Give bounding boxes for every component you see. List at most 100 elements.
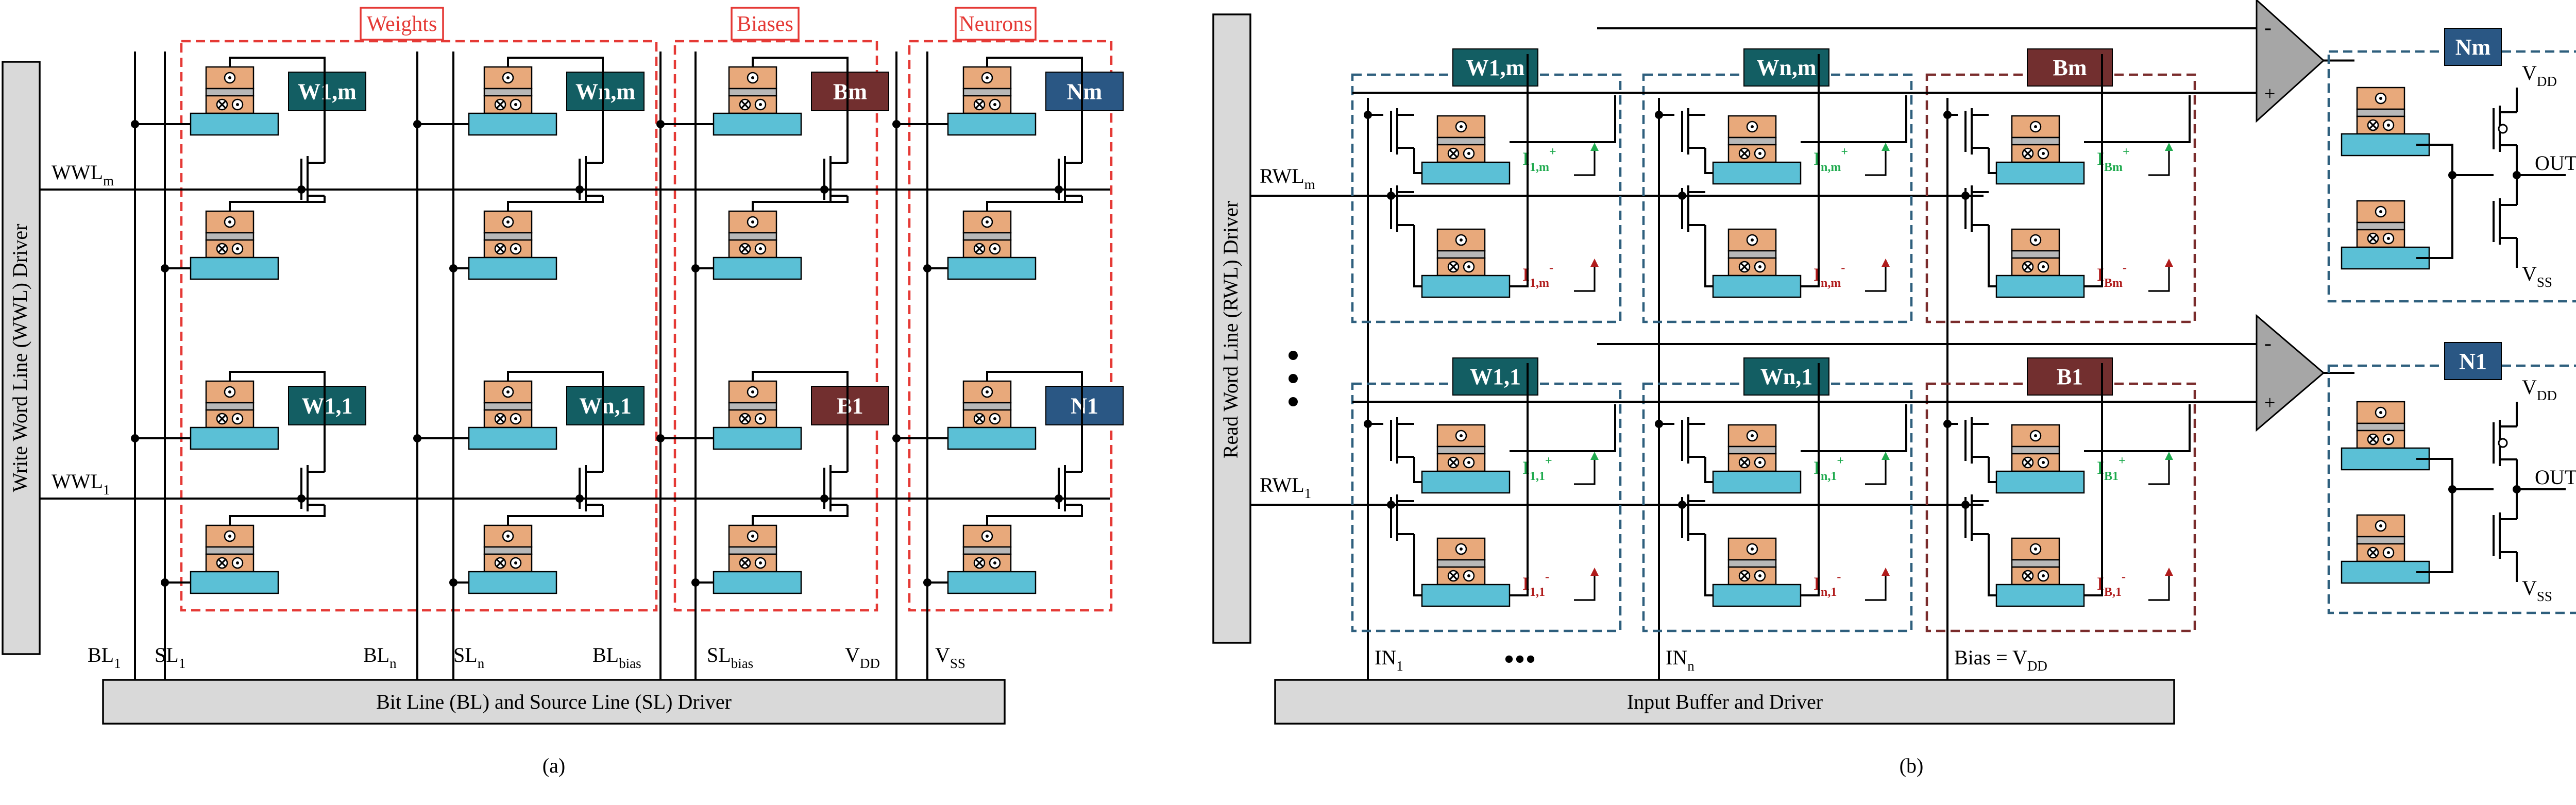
junction-dot [1961, 192, 1970, 200]
current-arrowhead [1590, 452, 1599, 460]
read-transistor-top [1964, 417, 1989, 464]
junction-dot [131, 434, 139, 442]
mtj-base-electrode [1421, 584, 1511, 607]
current-arrowhead [2165, 259, 2173, 267]
mtj-bottom [468, 524, 557, 594]
neuron-vss-label: VSS [2522, 262, 2552, 290]
spin-in-cross [2368, 121, 2378, 130]
mtj-base-electrode [190, 256, 279, 280]
column-label-5: SLbias [707, 643, 753, 671]
cell-a-r0-c3: Nm [892, 57, 1124, 280]
comparator-plus: + [2264, 392, 2275, 414]
cell-tag-4-label: W1,1 [302, 393, 353, 419]
mtj-oxide [962, 232, 1012, 241]
drain-wire [229, 57, 326, 163]
mtj-oxide [483, 88, 533, 97]
neurons-label: Neurons [959, 12, 1032, 36]
spin-out-dot [986, 390, 989, 393]
cell-tag-0-label: W1,m [298, 79, 357, 105]
spin-in-cross [2023, 571, 2032, 580]
mtj-fixed-layer [1436, 453, 1486, 472]
column-label-0-main: BL [88, 643, 114, 666]
current-arrowhead [1590, 143, 1599, 151]
input-driver-label: Input Buffer and Driver [1627, 690, 1823, 713]
mtj-oxide [728, 402, 777, 411]
spin-out-dot [236, 103, 239, 106]
current-label-neg-sup: - [2123, 261, 2127, 275]
column-label-7-sub: SS [950, 656, 965, 671]
spin-out-dot [1751, 547, 1754, 551]
mtj-top [1421, 424, 1511, 494]
source-wire [229, 505, 326, 525]
mtj-bottom [1712, 228, 1802, 298]
read-wordline-label-1-sub: 1 [1304, 486, 1312, 501]
mtj-oxide [2356, 221, 2405, 231]
spin-out-dot [514, 561, 517, 564]
read-cell-tag-1-label: Wn,m [1756, 55, 1816, 80]
write-driver-label: Write Word Line (WWL) Driver [8, 224, 31, 492]
spin-in-cross [1740, 262, 1749, 271]
spin-out-dot [1758, 152, 1761, 155]
spin-out-dot [1758, 265, 1761, 268]
comparator-0: -+ [1352, 0, 2354, 123]
junction-dot [1655, 420, 1663, 428]
mtj-top [1712, 424, 1802, 494]
mtj-base-electrode [947, 256, 1037, 280]
pmos-bubble [2498, 438, 2508, 448]
junction-dot [820, 494, 828, 503]
spin-out-dot [236, 247, 239, 250]
read-cell-tag-4: Wn,1 [1743, 357, 1829, 396]
read-transistor-bottom [1390, 185, 1414, 232]
write-wordline-driver [2, 61, 41, 655]
read-wordline-label-0-sub: m [1304, 177, 1315, 192]
mtj-base-electrode [2341, 447, 2430, 471]
mtj-free-layer [1436, 537, 1486, 561]
mtj-oxide [1727, 446, 1777, 455]
input-label-2-main: Bias = V [1954, 646, 2027, 669]
mtj-wire [1988, 225, 1996, 287]
mtj-fixed-layer [728, 239, 777, 259]
read-cell-tag-5: B1 [2027, 357, 2113, 396]
mtj-free-layer [2011, 228, 2060, 252]
current-arrow-pos [1574, 456, 1596, 485]
cell-tag-1-label: Wn,m [575, 79, 635, 105]
spin-out-dot [993, 247, 996, 250]
spin-in-cross [496, 558, 505, 568]
source-wire [507, 505, 604, 525]
cell-a-r0-c1: Wn,m [413, 57, 645, 280]
spin-out-dot [993, 103, 996, 106]
mtj-fixed-layer [2356, 229, 2405, 248]
mtj-fixed-layer [2011, 566, 2060, 586]
column-label-6-main: V [845, 643, 860, 666]
mtj-base-electrode [1712, 161, 1802, 185]
mtj-fixed-layer [962, 95, 1012, 114]
current-arrow-neg [1574, 572, 1596, 601]
column-label-1-main: SL [155, 643, 179, 666]
drain-wire [752, 57, 849, 163]
mtj-bottom [190, 524, 279, 594]
comparator-minus: - [2264, 16, 2272, 40]
biases-group-box [673, 40, 878, 612]
junction-dot [892, 120, 901, 128]
mtj-oxide [2011, 136, 2060, 146]
mtj-oxide [483, 546, 533, 555]
spin-in-cross [1449, 262, 1458, 271]
neuron-vdd-label-main: V [2522, 375, 2537, 399]
read-transistor-top [1681, 108, 1705, 155]
spin-in-cross [496, 414, 505, 423]
mtj-oxide [483, 232, 533, 241]
spin-out-dot [228, 390, 231, 393]
mtj-base-electrode [1421, 161, 1511, 185]
mtj-wire [1413, 148, 1422, 174]
current-label-neg-sub: n,m [1821, 277, 1841, 290]
cell-tag-3-label: Nm [1067, 79, 1102, 105]
junction-dot [1387, 501, 1395, 509]
mtj-base-electrode [2341, 560, 2430, 584]
mtj-bottom [468, 210, 557, 280]
spin-in-cross [975, 244, 984, 253]
cell-tag-6: B1 [811, 386, 889, 425]
current-label-pos-sub: n,1 [1821, 470, 1837, 483]
current-label-neg-sub: n,1 [1821, 586, 1837, 599]
mtj-top [190, 66, 279, 136]
